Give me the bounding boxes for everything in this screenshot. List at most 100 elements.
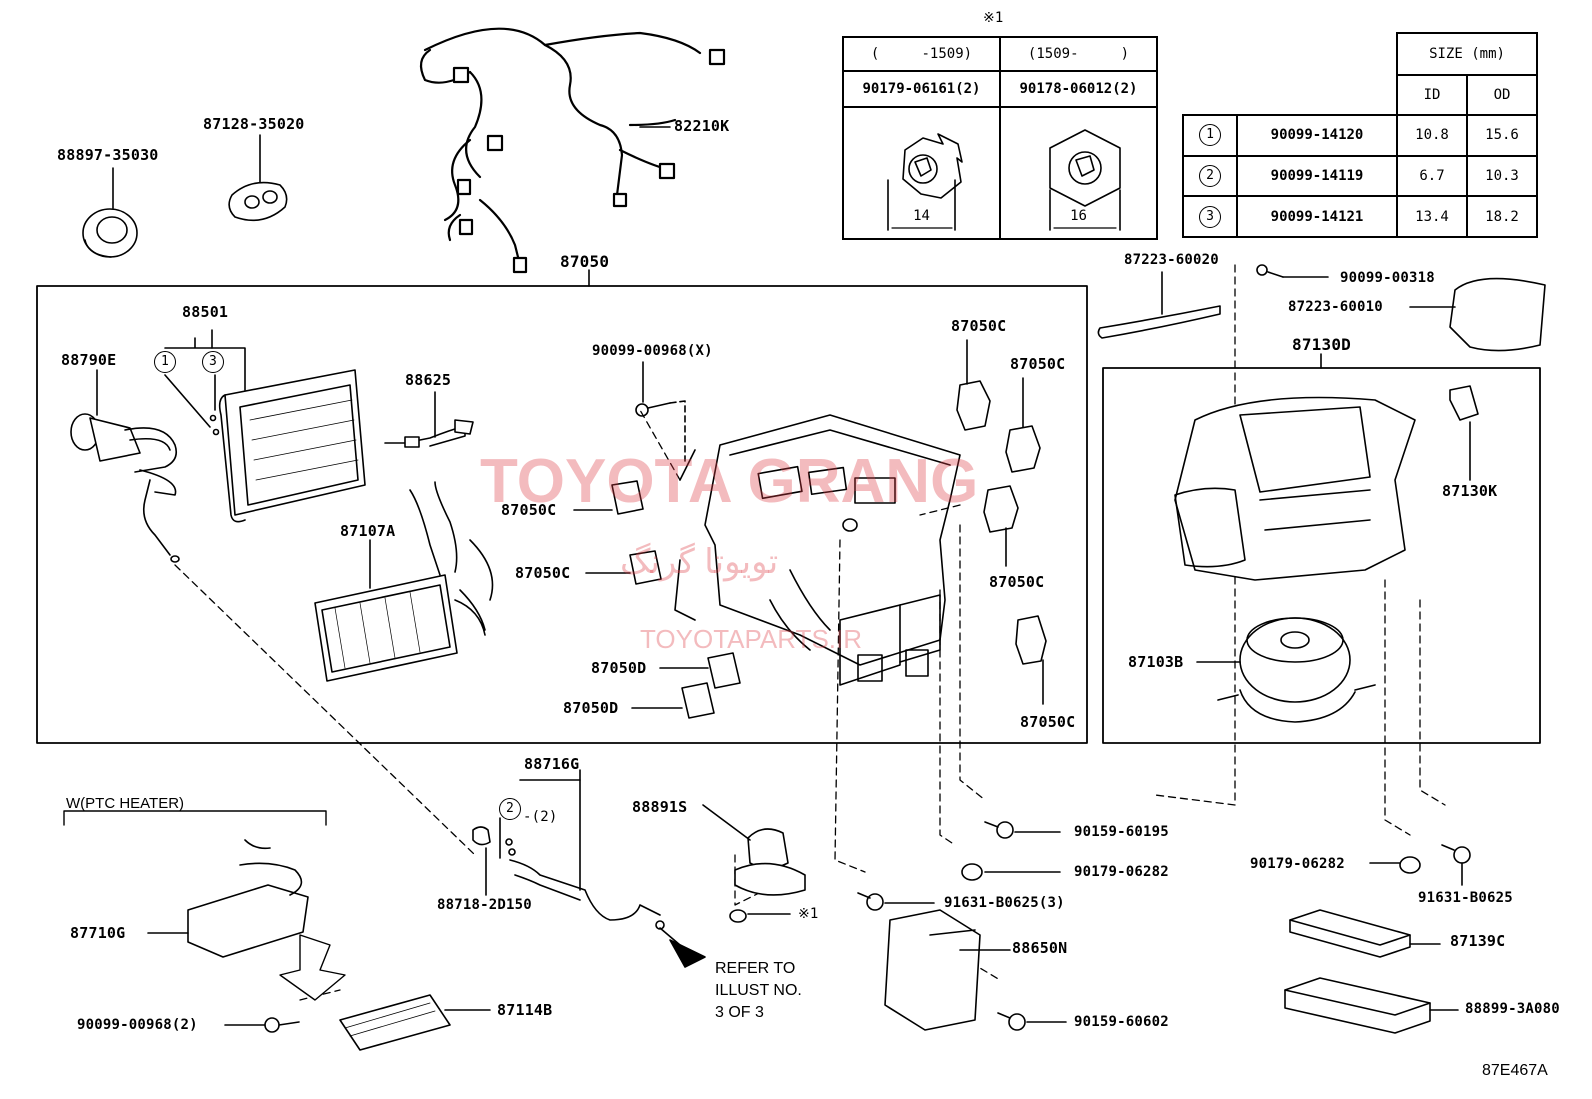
part-qty: -(2) (523, 809, 558, 825)
refer-note: REFER TO ILLUST NO. 3 OF 3 (715, 958, 802, 1024)
part-label[interactable]: 87710G (70, 924, 126, 942)
screw-icon (635, 361, 686, 462)
part-label[interactable]: 87103B (1128, 653, 1184, 671)
part-label[interactable]: 87050C (1010, 355, 1066, 373)
section-label-main[interactable]: 87050 (560, 252, 610, 271)
servo-motor-icons (573, 339, 1047, 719)
part-label[interactable]: 90099-00318 (1340, 270, 1435, 286)
size-ref-3: 3 (1199, 205, 1221, 228)
aircon-hose-icon (499, 769, 665, 930)
part-label[interactable]: 88718-2D150 (437, 897, 532, 913)
seal-col-b-size: 16 (999, 106, 1158, 240)
size-ref-1: 1 (1199, 124, 1221, 147)
refer-arrow-icon (669, 939, 706, 968)
part-label[interactable]: 87114B (497, 1001, 553, 1019)
refer-note-line-1: REFER TO (715, 960, 796, 977)
part-label[interactable]: 87107A (340, 522, 396, 540)
refer-note-line-3: 3 OF 3 (715, 1004, 764, 1021)
ref-circle-3: 3 (202, 351, 224, 373)
part-label[interactable]: 88501 (182, 303, 229, 321)
part-label[interactable]: 91631-B0625 (1418, 890, 1513, 906)
size-row: 3 90099-14121 13.4 18.2 (1182, 195, 1538, 238)
part-label[interactable]: 87050D (591, 659, 647, 677)
control-module-icon (884, 909, 1011, 1031)
size-part-2: 90099-14119 (1236, 154, 1398, 198)
part-label[interactable]: 87139C (1450, 932, 1506, 950)
seal-table: ( -1509) (1509- ) 90179-06161(2) 90178-0… (842, 36, 1158, 240)
part-label[interactable]: 90179-06282 (1250, 856, 1345, 872)
heater-core-icon (314, 481, 494, 682)
part-label[interactable]: 87050D (563, 699, 619, 717)
seal-col-b-range: (1509- ) (999, 36, 1158, 72)
part-label[interactable]: 87050C (1020, 713, 1076, 731)
part-label[interactable]: 88625 (405, 371, 452, 389)
size-id-1: 10.8 (1396, 114, 1468, 157)
part-label[interactable]: 88790E (61, 351, 117, 369)
size-table: SIZE (mm) ID OD 1 90099-14120 10.8 15.6 … (1182, 32, 1538, 238)
expansion-valve-icon (70, 369, 180, 563)
part-label[interactable]: 90159-60602 (1074, 1014, 1169, 1030)
part-label[interactable]: 90159-60195 (1074, 824, 1169, 840)
ptc-group-label: W(PTC HEATER) (66, 795, 185, 812)
washer-icon (729, 909, 791, 923)
seal-strip-icon (1097, 271, 1221, 339)
size-row: 1 90099-14120 10.8 15.6 (1182, 114, 1538, 157)
air-filter-icons (1284, 909, 1459, 1034)
screw-icon (1256, 264, 1329, 278)
ptc-heater-icons (63, 810, 491, 1051)
size-id-2: 6.7 (1396, 154, 1468, 198)
watermark-arabic: تويوتا گرنگ (620, 543, 779, 581)
part-label[interactable]: 88897-35030 (57, 146, 159, 164)
ref-circle-2: 2 (499, 798, 521, 820)
size-col-od: OD (1466, 74, 1538, 116)
part-label[interactable]: 87050C (951, 317, 1007, 335)
washer-note: ※1 (798, 906, 819, 922)
part-label[interactable]: 88716G (524, 755, 580, 773)
size-od-1: 15.6 (1466, 114, 1538, 157)
part-label[interactable]: 88899-3A080 (1465, 1001, 1560, 1017)
size-part-1: 90099-14120 (1236, 114, 1398, 157)
section-label-blower[interactable]: 87130D (1292, 335, 1351, 354)
drain-hose-icon (702, 804, 806, 896)
part-label[interactable]: 88891S (632, 798, 688, 816)
part-label[interactable]: 90179-06282 (1074, 864, 1169, 880)
grommet-icon (228, 134, 288, 222)
wire-harness-icon (419, 27, 726, 274)
part-label[interactable]: 87050C (515, 564, 571, 582)
part-label[interactable]: 82210K (674, 117, 730, 135)
main-assembly-frame (36, 285, 1088, 744)
diagram-code: 87E467A (1482, 1062, 1548, 1079)
bolt-icons (857, 821, 1471, 1031)
seal-col-a-size: 14 (842, 106, 1001, 240)
thermistor-icon (384, 391, 474, 448)
seal-col-b-part: 90178-06012(2) (999, 70, 1158, 108)
part-label[interactable]: 87130K (1442, 482, 1498, 500)
part-label[interactable]: 87223-60010 (1288, 299, 1383, 315)
evaporator-icon (164, 329, 366, 523)
size-id-3: 13.4 (1396, 195, 1468, 238)
seal-table-title: ※1 (983, 10, 1004, 26)
seal-col-a-part: 90179-06161(2) (842, 70, 1001, 108)
part-label[interactable]: 87050C (989, 573, 1045, 591)
seal-ring-icon (82, 167, 138, 258)
seal-col-a-range: ( -1509) (842, 36, 1001, 72)
watermark-site: TOYOTAPARTS.IR (640, 624, 863, 654)
size-od-3: 18.2 (1466, 195, 1538, 238)
connector-icon (472, 826, 491, 896)
refer-note-line-2: ILLUST NO. (715, 982, 802, 999)
part-label[interactable]: 87223-60020 (1124, 252, 1219, 268)
part-label[interactable]: 90099-00968(2) (77, 1017, 198, 1033)
ref-circle-1: 1 (154, 351, 176, 373)
size-row: 2 90099-14119 6.7 10.3 (1182, 154, 1538, 198)
blower-motor-icon (1196, 617, 1376, 723)
servo-motor-icon (1449, 385, 1479, 481)
part-label[interactable]: 87128-35020 (203, 115, 305, 133)
part-label[interactable]: 87050C (501, 501, 557, 519)
part-label[interactable]: 90099-00968(X) (592, 343, 713, 359)
watermark-brand: TOYOTA GRANG (480, 447, 979, 516)
hvac-housing-icon (674, 414, 961, 686)
seal-pad-icon (1409, 277, 1546, 352)
part-label[interactable]: 91631-B0625(3) (944, 895, 1065, 911)
part-label[interactable]: 88650N (1012, 939, 1068, 957)
